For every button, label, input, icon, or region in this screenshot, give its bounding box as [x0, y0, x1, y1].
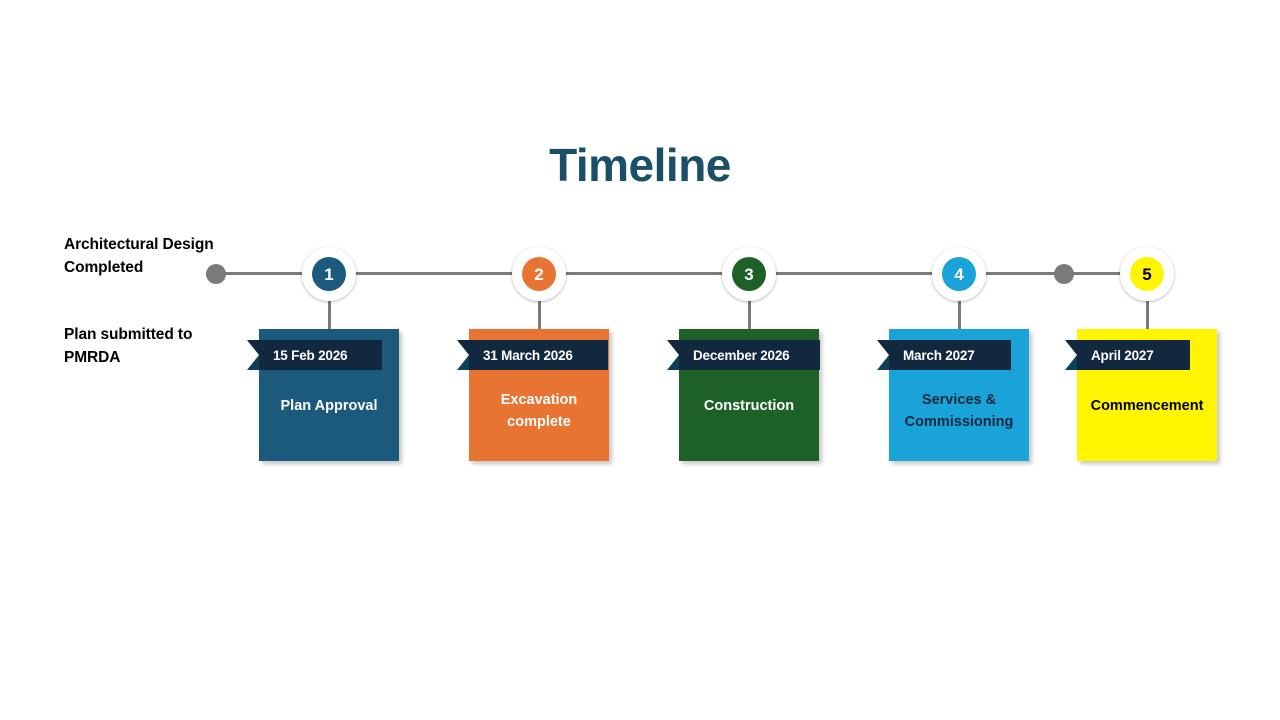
step-node[interactable]: 3: [722, 247, 776, 301]
ribbon-fold-icon: [1065, 340, 1077, 370]
ribbon-body: April 2027: [1077, 340, 1190, 370]
ribbon-fold-icon: [457, 340, 469, 370]
step-card-label: Construction: [703, 398, 795, 414]
step-stem: [537, 282, 541, 330]
page-title: Timeline: [549, 139, 731, 191]
step-stem: [327, 282, 331, 330]
step-number: 4: [942, 257, 976, 291]
step-card-label: Plan Approval: [280, 398, 378, 414]
side-label-plan-submitted: Plan submitted to PMRDA: [64, 326, 193, 366]
side-label-architectural-design: Architectural Design Completed: [64, 236, 214, 276]
step-date-label: April 2027: [1091, 347, 1154, 363]
step-node[interactable]: 2: [512, 247, 566, 301]
step-stem: [1145, 282, 1149, 330]
ribbon-fold-icon: [667, 340, 679, 370]
ribbon-body: December 2026: [679, 340, 820, 370]
timeline-mid-dot: [1054, 264, 1074, 284]
step-stem: [747, 282, 751, 330]
step-node[interactable]: 5: [1120, 247, 1174, 301]
step-date-label: December 2026: [693, 347, 790, 363]
step-node[interactable]: 4: [932, 247, 986, 301]
step-number: 2: [522, 257, 556, 291]
step-date-label: March 2027: [903, 347, 975, 363]
ribbon-body: 15 Feb 2026: [259, 340, 382, 370]
step-number: 1: [312, 257, 346, 291]
step-date-label: 31 March 2026: [483, 347, 573, 363]
step-date-label: 15 Feb 2026: [273, 347, 348, 363]
ribbon-fold-icon: [877, 340, 889, 370]
ribbon-body: 31 March 2026: [469, 340, 608, 370]
step-number: 5: [1130, 257, 1164, 291]
step-card-label: Commencement: [1090, 398, 1204, 414]
step-stem: [957, 282, 961, 330]
step-card-label: Excavation complete: [500, 392, 578, 430]
step-node[interactable]: 1: [302, 247, 356, 301]
ribbon-body: March 2027: [889, 340, 1011, 370]
timeline-axis-line: [216, 272, 1148, 275]
step-card-label: Services & Commissioning: [904, 392, 1014, 430]
step-number: 3: [732, 257, 766, 291]
timeline-start-dot: [206, 264, 226, 284]
ribbon-fold-icon: [247, 340, 259, 370]
